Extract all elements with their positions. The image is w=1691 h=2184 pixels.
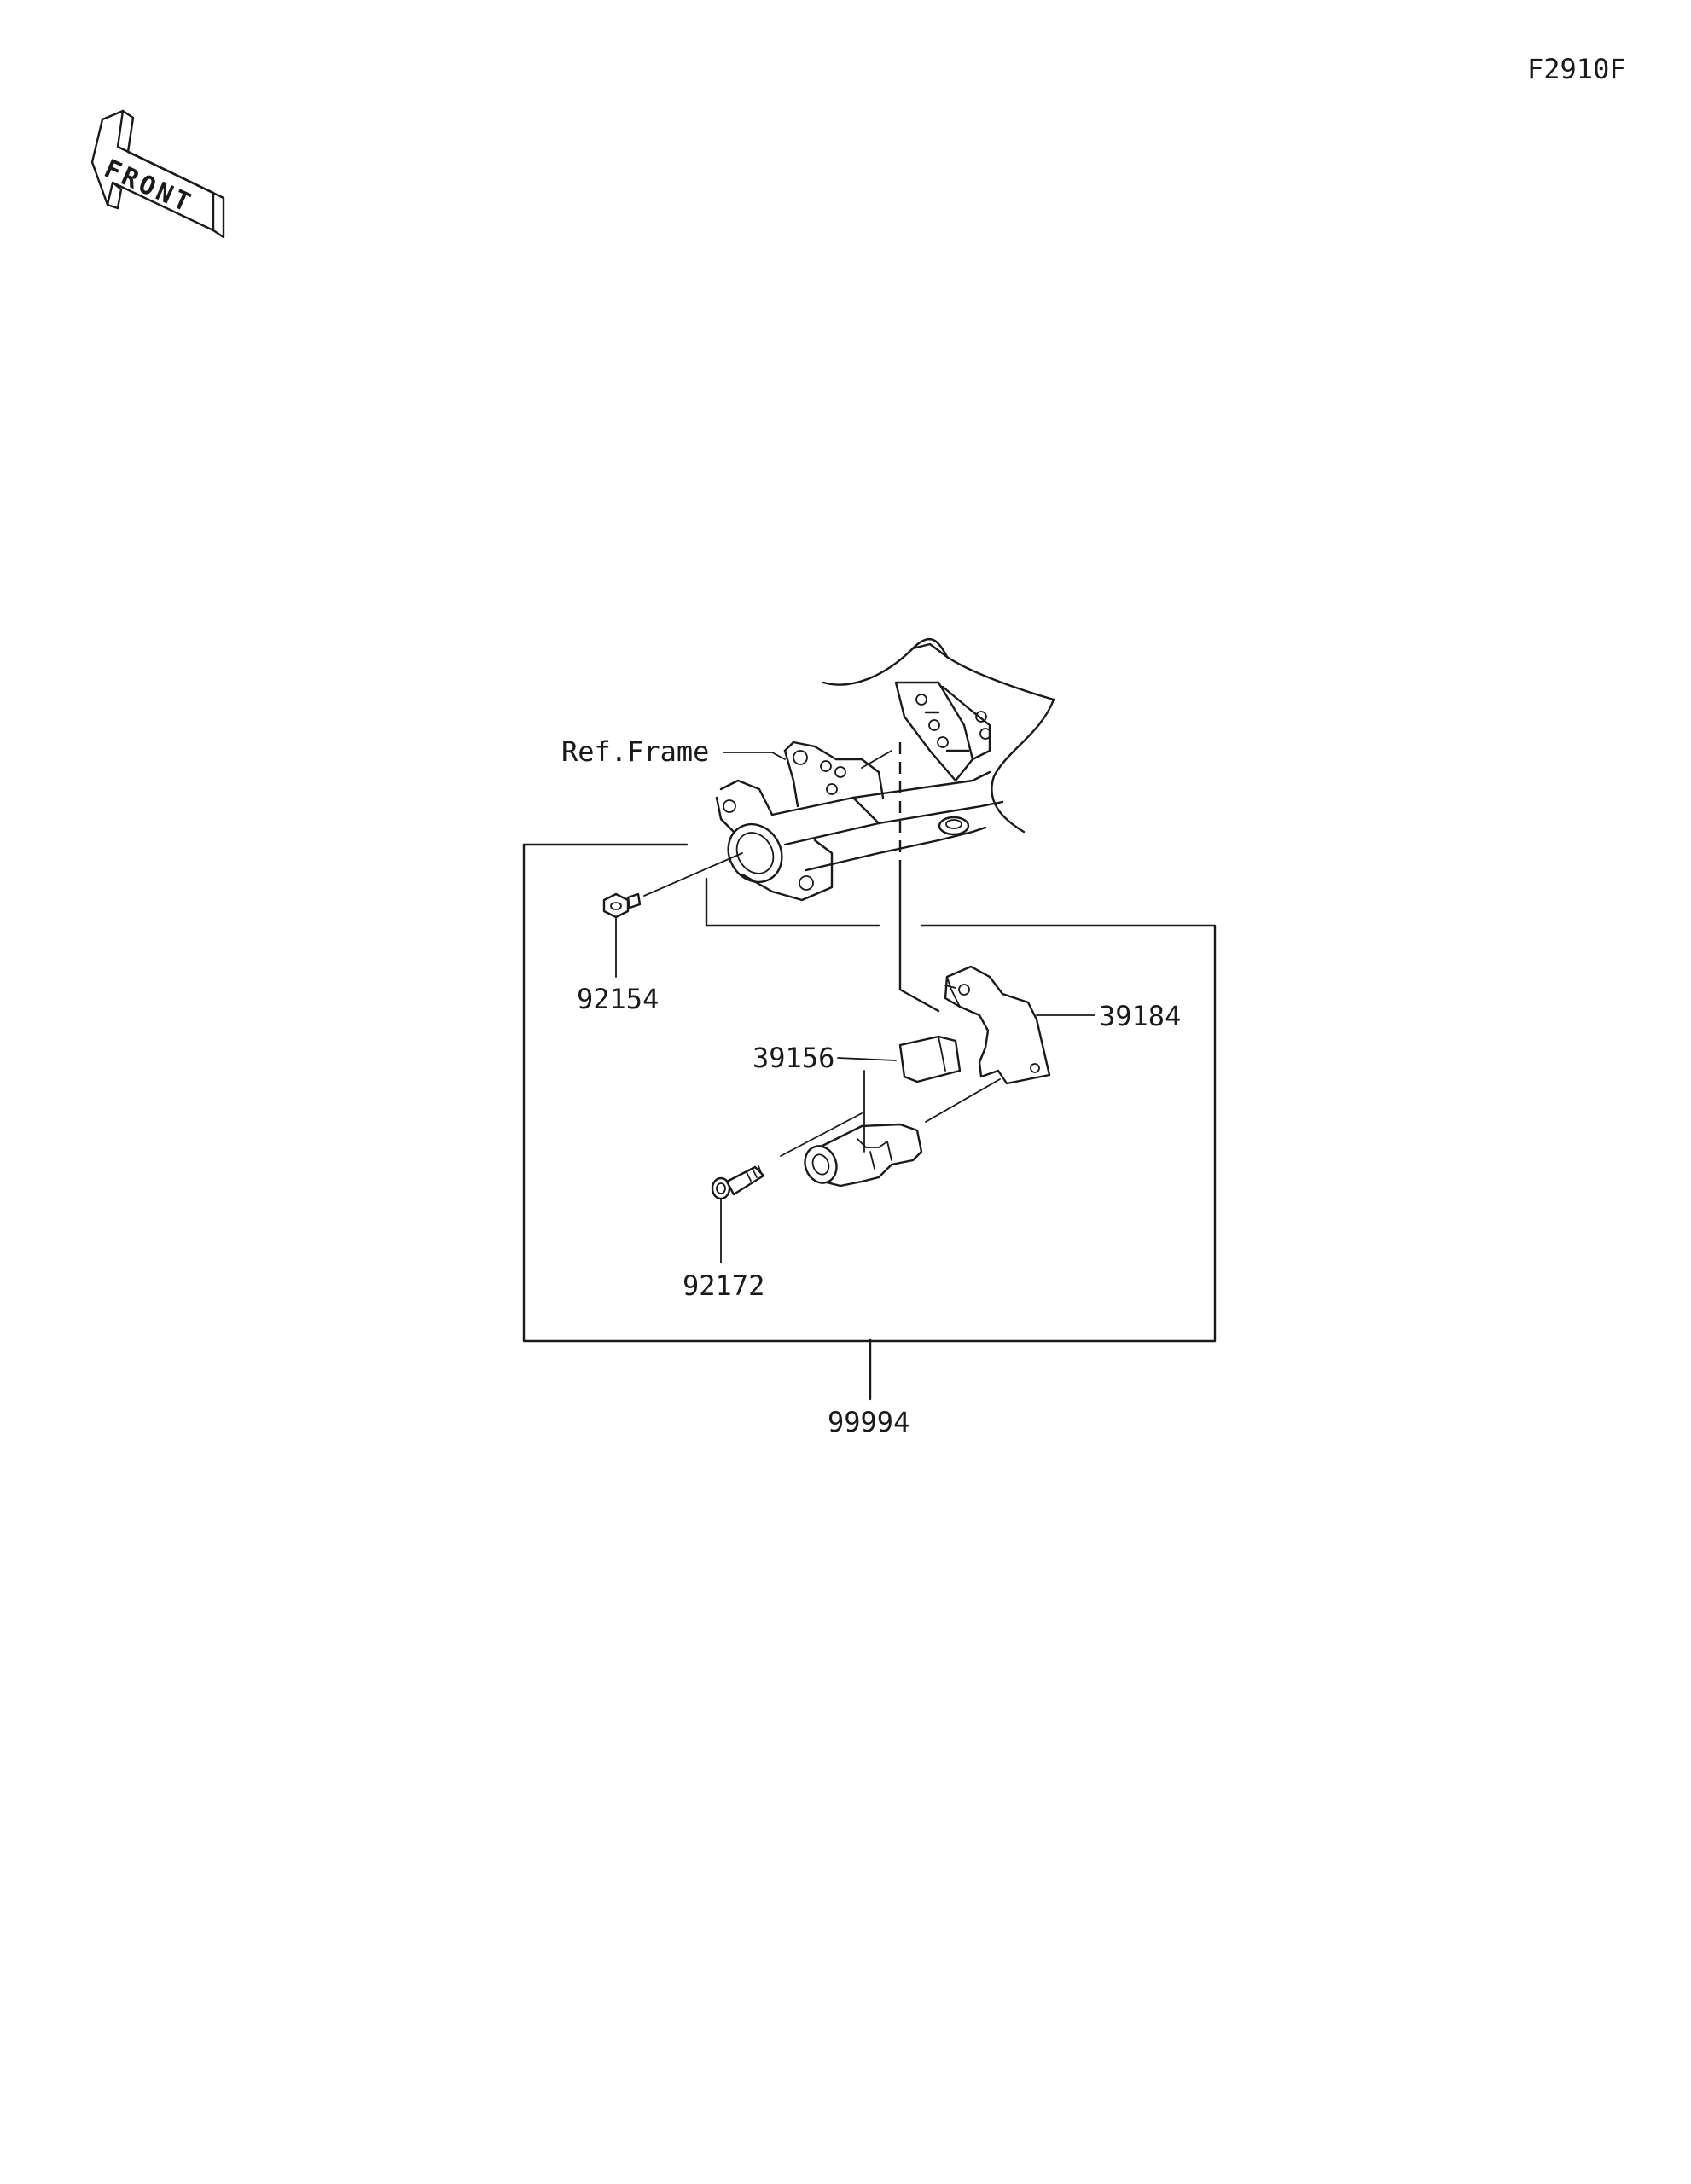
cover-39184	[925, 965, 1095, 1123]
bolt-92172	[711, 1165, 765, 1263]
part-99994-label: 99994	[828, 1406, 909, 1438]
frame-bracket-leader	[861, 750, 892, 769]
part-92172-label: 92172	[683, 1269, 764, 1302]
part-92154-label: 92154	[577, 983, 659, 1015]
pad-39156	[837, 1035, 962, 1083]
diagram-code: F2910F	[1527, 53, 1626, 85]
part-39156-label: 39156	[753, 1042, 834, 1074]
frame-slider	[780, 1070, 923, 1188]
front-direction-arrow-icon: FRONT	[90, 109, 225, 239]
part-39184-label: 39184	[1099, 1000, 1181, 1032]
frame-illustration	[715, 638, 1055, 902]
assembly-box	[522, 843, 1217, 1401]
bolt-92154	[602, 852, 743, 978]
ref-frame-label: Ref.Frame	[561, 735, 709, 768]
